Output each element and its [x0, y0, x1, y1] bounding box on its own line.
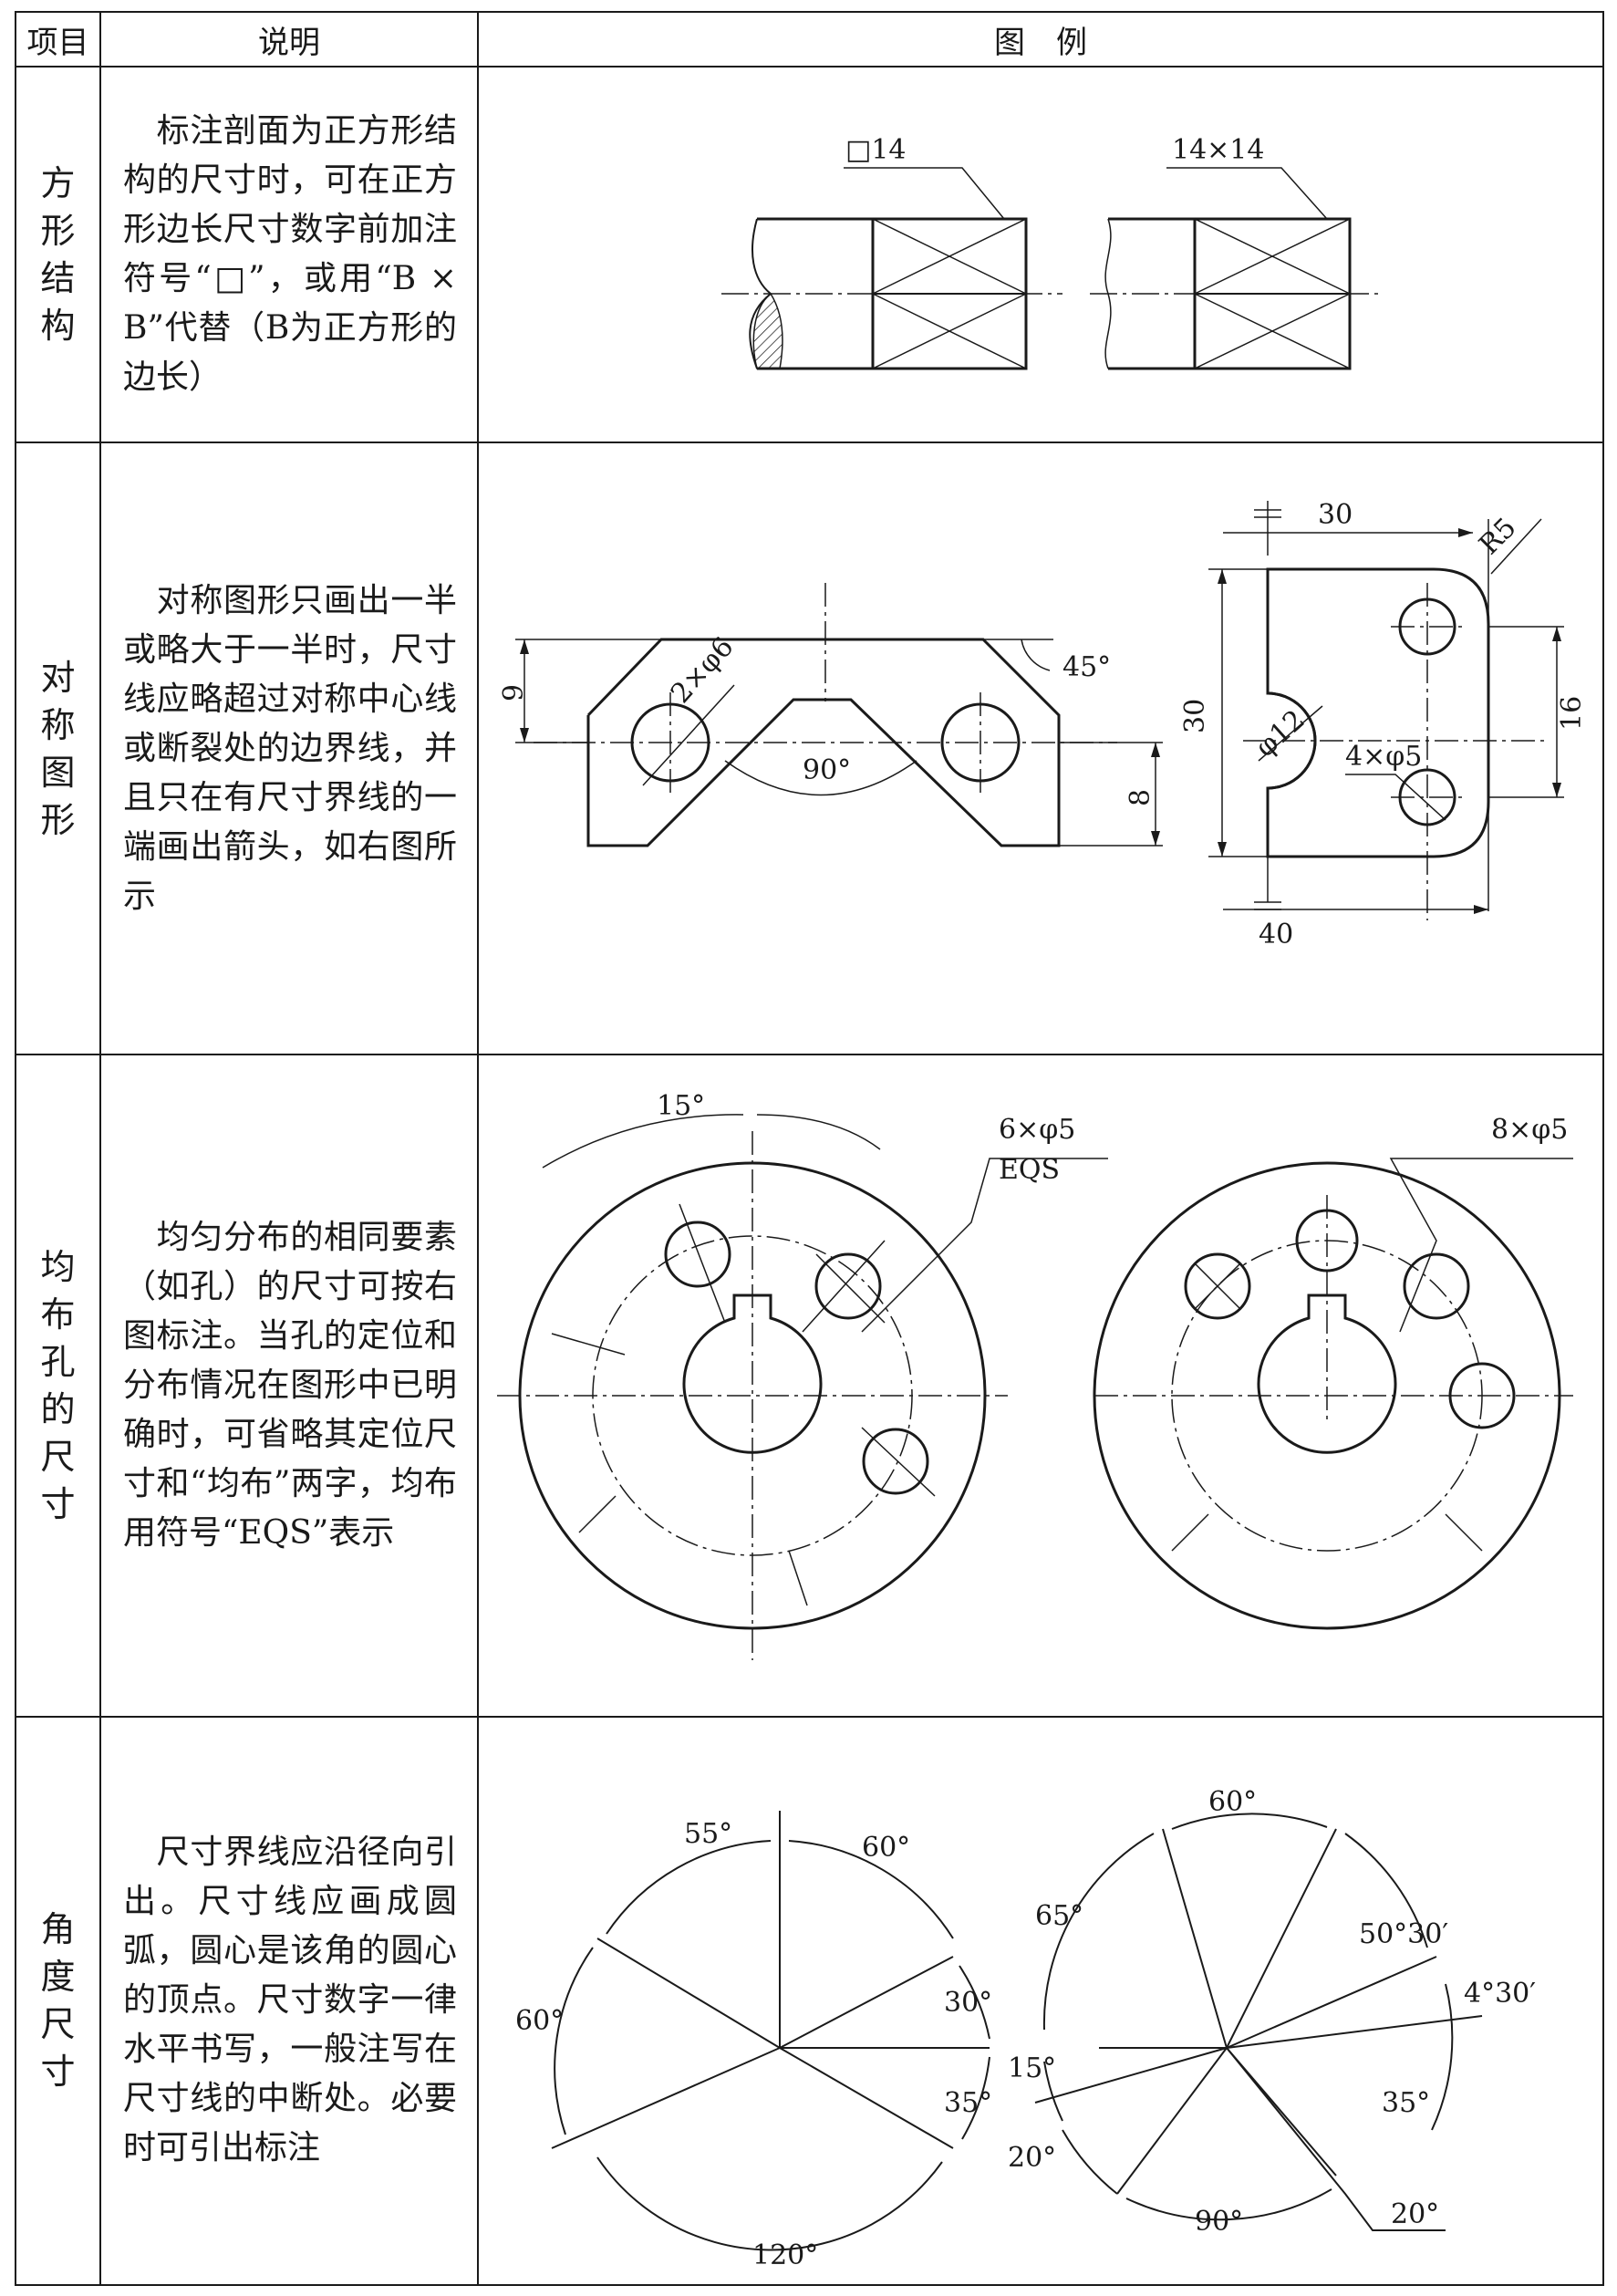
right-angle-4-30: 4°30′ [1464, 1978, 1536, 2010]
dim-9: 9 [498, 684, 530, 701]
row-symmetric-figure: 对 称 图 形 对称图形只画出一半或略大于一半时，尺寸线应略超过对称中心线或断裂… [15, 442, 1604, 1056]
diameter-12: φ12 [1249, 703, 1311, 764]
example-cell: 9 2×φ6 45° 90° 8 30 R5 30 φ12 16 4×φ5 40 [477, 442, 1604, 1056]
symmetric-figure: 9 2×φ6 45° 90° 8 30 R5 30 φ12 16 4×φ5 40 [498, 499, 1588, 951]
dimension-spec-table: 项目 说明 图 例 方 形 结 构 标注剖面为正方形结构的尺寸时，可在正方形边长… [15, 10, 1604, 2287]
description-cell: 尺寸界线应沿径向引出。尺寸线应画成圆弧，圆心是该角的圆心的顶点。尺寸数字一律水平… [99, 1715, 479, 2287]
dim-8: 8 [1125, 789, 1156, 806]
description-cell: 标注剖面为正方形结构的尺寸时，可在正方形边长尺寸数字前加注符号“□”，或用“B … [99, 66, 479, 444]
angle-15: 15° [657, 1090, 705, 1122]
right-angle-50-30: 50°30′ [1359, 1918, 1448, 1950]
item-char: 均 [40, 1247, 76, 1288]
item-cell: 对 称 图 形 [15, 442, 101, 1056]
row-square-structure: 方 形 结 构 标注剖面为正方形结构的尺寸时，可在正方形边长尺寸数字前加注符号“… [15, 66, 1604, 444]
right-angle-90: 90° [1195, 2206, 1243, 2238]
item-char: 寸 [40, 2052, 76, 2093]
item-char: 构 [40, 306, 76, 347]
item-char: 形 [40, 799, 76, 840]
item-char: 结 [40, 258, 76, 299]
header-row: 项目 说明 图 例 [15, 10, 1604, 68]
item-char: 度 [40, 1957, 76, 1998]
item-char: 尺 [40, 1437, 76, 1478]
left-angle-60-side: 60° [515, 2005, 564, 2037]
label-4-holes: 4×φ5 [1345, 741, 1422, 773]
label-eqs: EQS [999, 1154, 1060, 1186]
item-cell: 角 度 尺 寸 [15, 1715, 101, 2287]
header-item: 项目 [15, 10, 101, 68]
label-6-holes: 6×φ5 [999, 1114, 1075, 1146]
item-char: 形 [40, 211, 76, 252]
row-distributed-holes: 均 布 孔 的 尺 寸 均匀分布的相同要素（如孔）的尺寸可按右图标注。当孔的定位… [15, 1054, 1604, 1718]
radius-r5: R5 [1473, 512, 1522, 561]
left-angle-35: 35° [944, 2087, 992, 2119]
width-30: 30 [1318, 499, 1353, 531]
right-angle-35: 35° [1382, 2087, 1430, 2119]
right-angle-65: 65° [1035, 1900, 1083, 1932]
example-cell: □14 14×14 [477, 66, 1604, 444]
example-cell: 55° 60° 30° 35° 120° 60° 60° 65° 50°30′ … [477, 1715, 1604, 2287]
item-char: 的 [40, 1389, 76, 1430]
angle-dimensions-figure: 55° 60° 30° 35° 120° 60° 60° 65° 50°30′ … [515, 1786, 1536, 2271]
distributed-holes-figure: 15° 6×φ5 EQS 8×φ5 [497, 1090, 1573, 1661]
header-description: 说明 [99, 10, 479, 68]
description-cell: 对称图形只画出一半或略大于一半时，尺寸线应略超过对称中心线或断裂处的边界线，并且… [99, 442, 479, 1056]
item-char: 图 [40, 752, 76, 793]
item-char: 孔 [40, 1342, 76, 1383]
item-cell: 均 布 孔 的 尺 寸 [15, 1054, 101, 1718]
left-angle-30: 30° [944, 1987, 992, 2019]
angle-90: 90° [803, 754, 851, 786]
angle-45: 45° [1062, 651, 1111, 683]
square-structure-figure: □14 14×14 [721, 134, 1382, 370]
item-char: 称 [40, 704, 76, 745]
height-30: 30 [1179, 699, 1211, 733]
item-char: 对 [40, 657, 76, 698]
header-example: 图 例 [477, 10, 1604, 68]
right-angle-60: 60° [1208, 1786, 1257, 1818]
label-b-by-b: 14×14 [1172, 134, 1264, 166]
example-cell: 15° 6×φ5 EQS 8×φ5 [477, 1054, 1604, 1718]
dim-16: 16 [1556, 696, 1588, 731]
label-square-symbol: □14 [845, 134, 907, 166]
item-cell: 方 形 结 构 [15, 66, 101, 444]
description-cell: 均匀分布的相同要素（如孔）的尺寸可按右图标注。当孔的定位和分布情况在图形中已明确… [99, 1054, 479, 1718]
label-holes: 2×φ6 [665, 631, 740, 710]
right-angle-20-leader: 20° [1391, 2198, 1439, 2230]
left-angle-60: 60° [862, 1832, 910, 1864]
left-angle-120: 120° [752, 2239, 818, 2271]
item-char: 方 [40, 163, 76, 204]
label-8-holes: 8×φ5 [1491, 1114, 1568, 1146]
item-char: 寸 [40, 1484, 76, 1525]
right-angle-15: 15° [1008, 2052, 1056, 2084]
row-angle-dimensions: 角 度 尺 寸 尺寸界线应沿径向引出。尺寸线应画成圆弧，圆心是该角的圆心的顶点。… [15, 1715, 1604, 2287]
left-angle-55: 55° [684, 1818, 732, 1850]
item-char: 布 [40, 1294, 76, 1335]
right-angle-20: 20° [1008, 2142, 1056, 2174]
item-char: 角 [40, 1909, 76, 1950]
width-40: 40 [1259, 919, 1293, 951]
item-char: 尺 [40, 2004, 76, 2045]
